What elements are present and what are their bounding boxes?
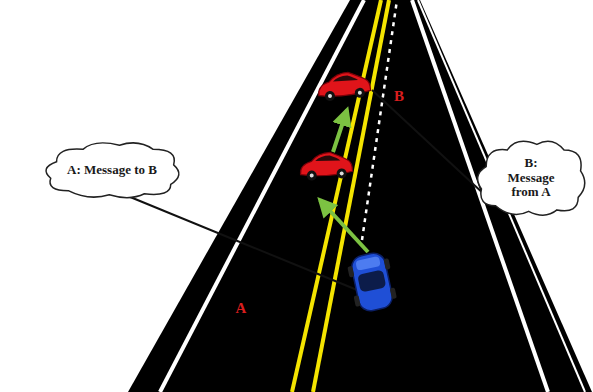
center-line <box>292 0 381 392</box>
dashed-line <box>362 0 397 240</box>
center-line <box>313 0 389 392</box>
cloud-text: B: Message from A <box>500 156 562 201</box>
road <box>128 0 592 392</box>
blue-car <box>346 250 399 314</box>
vehicle-letter: A <box>236 301 247 316</box>
speech-cloud: A: Message to B <box>39 139 185 201</box>
message-arrow <box>320 200 368 252</box>
edge-line <box>160 0 364 392</box>
cloud-text: A: Message to B <box>67 163 157 178</box>
message-arrow <box>333 110 347 152</box>
red-car <box>316 69 371 103</box>
vehicle-letter: B <box>394 89 404 104</box>
speech-cloud: B: Message from A <box>472 136 590 220</box>
edge-line <box>418 0 585 392</box>
leader-line <box>372 90 486 196</box>
red-car <box>299 150 354 182</box>
